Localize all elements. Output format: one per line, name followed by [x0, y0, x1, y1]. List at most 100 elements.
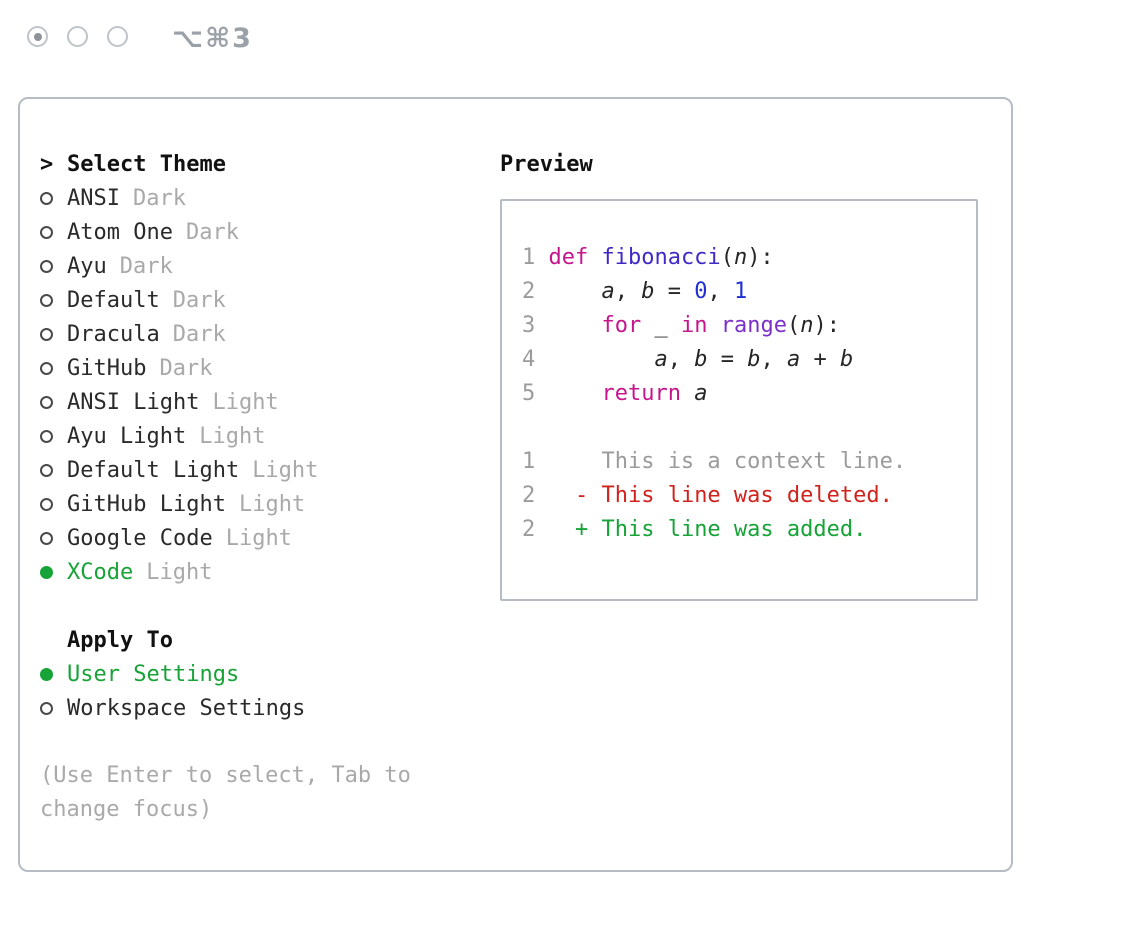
apply-to-heading: Apply To	[40, 623, 500, 657]
select-theme-heading: > Select Theme	[40, 147, 500, 181]
code-line: 1 This is a context line.	[522, 445, 958, 479]
radio-icon	[40, 395, 67, 409]
apply-target-label: Workspace Settings	[67, 695, 306, 721]
code-token	[641, 313, 654, 338]
code-token	[548, 313, 601, 338]
code-token: range	[720, 313, 787, 338]
theme-variant: Dark	[185, 219, 239, 245]
code-token: a	[786, 347, 801, 372]
code-token: return	[601, 381, 681, 406]
code-token: ):	[747, 245, 774, 270]
prompt-cursor-icon: >	[40, 151, 54, 177]
radio-icon	[40, 225, 53, 239]
theme-variant: Dark	[172, 287, 226, 313]
code-token	[707, 313, 720, 338]
theme-option-ansi-light[interactable]: ANSI Light Light	[40, 385, 500, 419]
preview-heading: Preview	[500, 147, 1011, 181]
code-token: +	[800, 347, 840, 372]
apply-target-label: User Settings	[67, 661, 240, 687]
code-token: _	[654, 313, 668, 338]
code-token: n	[733, 245, 748, 270]
theme-name: ANSI	[67, 185, 120, 211]
theme-option-default-light[interactable]: Default Light Light	[40, 453, 500, 487]
code-token: ,	[707, 279, 734, 304]
theme-variant: Light	[252, 457, 319, 483]
code-token: b	[839, 347, 854, 372]
code-token	[548, 347, 654, 372]
radio-icon	[40, 497, 53, 511]
code-token: 0	[694, 279, 708, 304]
theme-name: Default Light	[67, 457, 240, 483]
theme-name: Ayu Light	[67, 423, 187, 449]
blank-line	[522, 411, 958, 445]
line-number: 3	[522, 313, 536, 338]
line-number: 2	[522, 279, 536, 304]
theme-option-xcode[interactable]: XCode Light	[40, 555, 500, 589]
radio-icon	[40, 463, 67, 477]
radio-icon	[40, 191, 67, 205]
code-token: (	[720, 245, 734, 270]
theme-variant: Light	[146, 559, 213, 585]
code-token: n	[800, 313, 814, 338]
radio-selected-icon	[40, 667, 67, 681]
line-number: 4	[522, 347, 536, 372]
code-token: a	[654, 347, 668, 372]
theme-name: Ayu	[67, 253, 107, 279]
traffic-light-minimize-icon[interactable]	[67, 26, 88, 47]
line-number: 2	[522, 517, 536, 542]
code-token: ,	[614, 279, 642, 304]
code-token: ,	[667, 347, 695, 372]
theme-name: ANSI Light	[67, 389, 200, 415]
titlebar: ⌥⌘3	[0, 0, 1140, 97]
theme-name: Default	[67, 287, 160, 313]
theme-name: Dracula	[67, 321, 160, 347]
radio-selected-icon	[40, 565, 53, 579]
code-token: This is a context line.	[548, 449, 907, 474]
code-token: (	[786, 313, 801, 338]
theme-variant: Light	[225, 525, 292, 551]
radio-icon	[40, 191, 53, 205]
radio-icon	[40, 531, 53, 545]
traffic-light-zoom-icon[interactable]	[107, 26, 128, 47]
code-token	[668, 313, 681, 338]
code-line: 3 for _ in range(n):	[522, 309, 958, 343]
code-token: a	[601, 279, 615, 304]
radio-icon	[40, 293, 53, 307]
theme-variant: Dark	[119, 253, 173, 279]
theme-option-google-code[interactable]: Google Code Light	[40, 521, 500, 555]
code-line: 4 a, b = b, a + b	[522, 343, 958, 377]
theme-name: GitHub Light	[67, 491, 226, 517]
radio-icon	[40, 327, 53, 341]
radio-icon	[40, 429, 53, 443]
code-token: b	[747, 347, 761, 372]
theme-option-ayu[interactable]: Ayu Dark	[40, 249, 500, 283]
radio-icon	[40, 293, 67, 307]
code-token	[548, 483, 575, 508]
theme-name: XCode	[67, 559, 134, 585]
theme-name: Google Code	[67, 525, 213, 551]
code-token: fibonacci	[601, 245, 721, 270]
theme-option-default[interactable]: Default Dark	[40, 283, 500, 317]
apply-option-user-settings[interactable]: User Settings	[40, 657, 500, 691]
code-line: 5 return a	[522, 377, 958, 411]
traffic-light-close-icon[interactable]	[27, 26, 48, 47]
keyboard-shortcut-label: ⌥⌘3	[172, 23, 253, 54]
code-token: - This line was deleted.	[574, 483, 893, 508]
radio-icon	[40, 497, 67, 511]
apply-option-workspace-settings[interactable]: Workspace Settings	[40, 691, 500, 725]
code-token: =	[654, 279, 695, 304]
code-token: b	[641, 279, 655, 304]
theme-variant: Light	[212, 389, 279, 415]
line-number: 1	[522, 449, 536, 474]
